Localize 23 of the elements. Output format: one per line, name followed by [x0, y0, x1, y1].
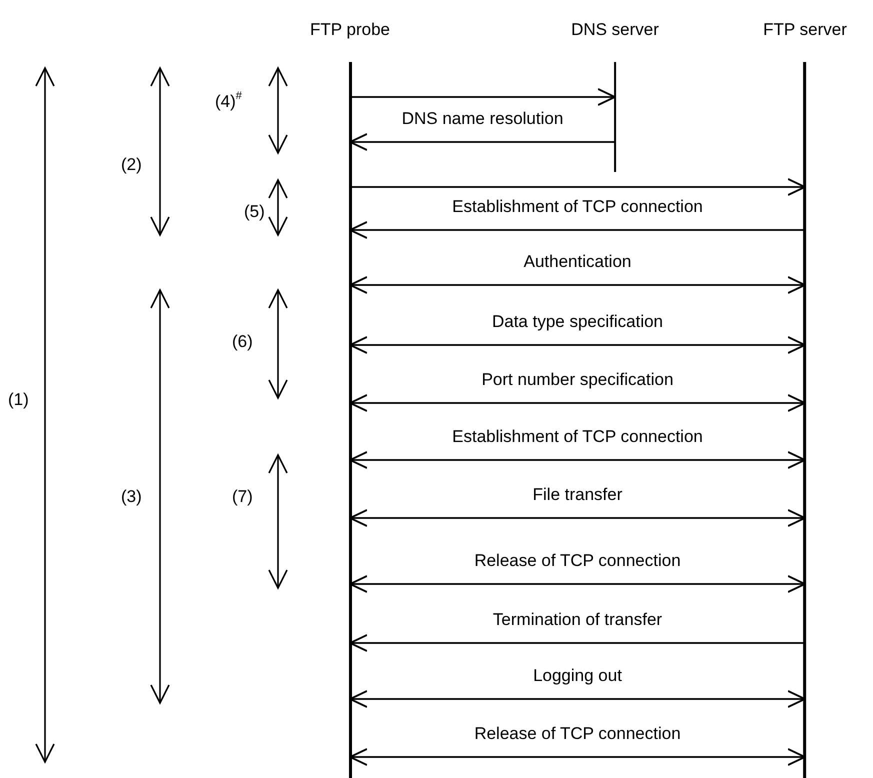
message-arrow: [350, 88, 616, 106]
message-arrow: [350, 178, 806, 196]
message-arrow: [349, 634, 805, 652]
participant-label: FTP probe: [310, 20, 390, 40]
message-arrow: [349, 690, 806, 708]
message-arrow: [349, 133, 615, 151]
phase-number: (6): [232, 332, 253, 352]
participant-label: FTP server: [763, 20, 847, 40]
phase-number: (3): [121, 487, 142, 507]
message-arrow: [349, 575, 806, 593]
phase-number: (4)$^{#}$: [215, 89, 242, 112]
message-arrow: [349, 451, 806, 469]
phase-number: (7): [232, 487, 253, 507]
phase-number: (1): [8, 390, 29, 410]
phase-number: (2): [121, 155, 142, 175]
message-arrow: [349, 336, 806, 354]
message-arrow: [349, 748, 806, 766]
message-arrow: [349, 221, 805, 239]
message-arrow: [349, 394, 806, 412]
message-arrow: [349, 509, 806, 527]
phase-number: (5): [244, 202, 265, 222]
message-arrow: [349, 276, 806, 294]
participant-label: DNS server: [571, 20, 659, 40]
